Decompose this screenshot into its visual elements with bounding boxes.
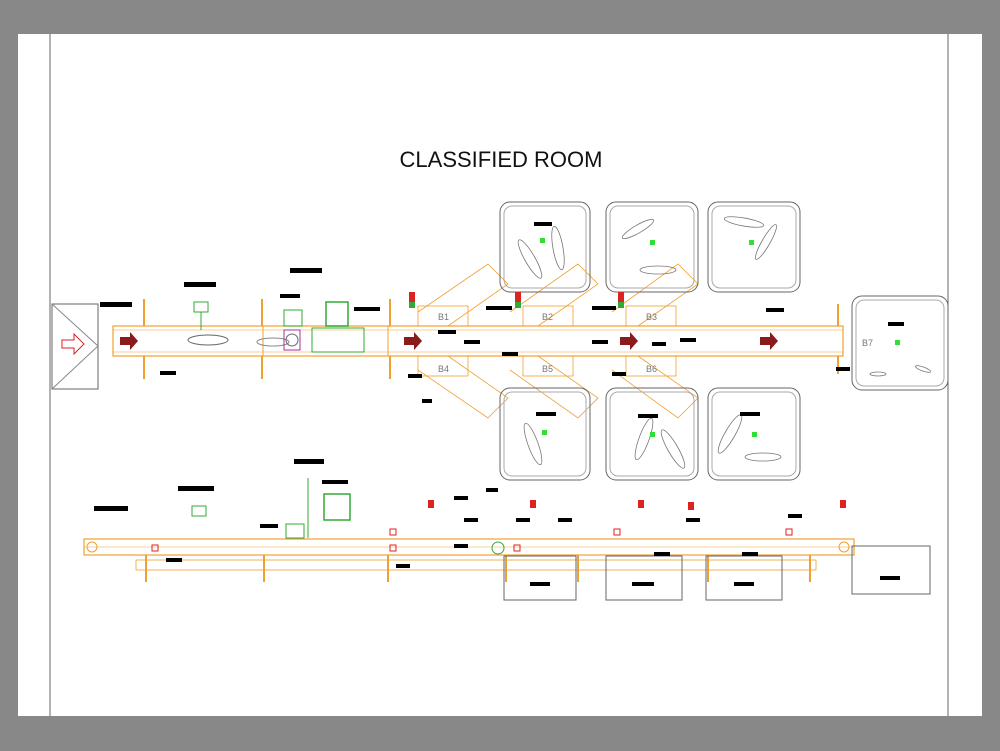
fish-icon: [551, 225, 565, 271]
bin-label-b2: B2: [542, 312, 553, 322]
fish-icon: [915, 365, 931, 373]
drawing-title: CLASSIFIED ROOM: [400, 147, 603, 172]
bottom-conveyor: [83, 538, 855, 571]
bin-bottom-4: [851, 545, 931, 595]
fish-in-tubs: [517, 216, 931, 469]
fish-icon: [869, 371, 887, 377]
tub-b3: [707, 201, 801, 293]
fish-icon: [744, 452, 782, 462]
fish-icon: [517, 239, 543, 279]
collection-tubs: [499, 201, 949, 481]
bin-bottom-2: [605, 555, 683, 601]
bottom-equipment: [191, 478, 505, 555]
bottom-layout: [83, 478, 931, 601]
fish-icon: [755, 224, 777, 260]
cad-drawing: CLASSIFIED ROOM: [49, 34, 949, 716]
tub-b5: [605, 387, 699, 481]
fish-icon: [187, 334, 229, 346]
tub-b2: [605, 201, 699, 293]
bin-label-b3: B3: [646, 312, 657, 322]
conveyor-legs: [143, 299, 839, 379]
top-layout: B1 B2 B3 B4 B5 B6 B7: [51, 201, 949, 481]
main-conveyor: [112, 325, 844, 357]
bottom-stack-lights: [428, 500, 846, 510]
bin-bottom-1: [503, 555, 577, 601]
tub-b1: [499, 201, 591, 293]
bin-label-b4: B4: [438, 364, 449, 374]
flow-arrow-icon: [120, 332, 138, 350]
fish-icon: [717, 414, 743, 454]
fish-icon: [660, 429, 686, 469]
bin-label-b5: B5: [542, 364, 553, 374]
stack-lights: [409, 292, 624, 308]
bin-label-b6: B6: [646, 364, 657, 374]
bin-label-b1: B1: [438, 312, 449, 322]
fish-icon: [634, 417, 654, 461]
fish-icon: [621, 218, 655, 240]
weighing-station: [193, 301, 365, 353]
fish-icon: [723, 216, 765, 228]
bin-label-b7: B7: [862, 338, 873, 348]
flow-arrows: [120, 332, 778, 350]
green-markers: [540, 238, 900, 437]
fish-icon: [639, 265, 677, 275]
bottom-bins: [503, 545, 931, 601]
input-hopper: [51, 303, 99, 390]
flow-arrow-icon: [620, 332, 638, 350]
alarm-icons: [151, 528, 793, 552]
diverter-guides: [417, 263, 699, 419]
entry-arrow-icon: [61, 332, 85, 356]
drawing-sheet: CLASSIFIED ROOM: [18, 34, 982, 716]
tub-b6: [707, 387, 801, 481]
redacted-labels: [94, 222, 904, 586]
fish-icon: [256, 337, 290, 347]
bin-bottom-3: [705, 555, 783, 601]
bottom-legs: [145, 555, 811, 582]
tub-b7: [851, 295, 949, 391]
tub-b4: [499, 387, 591, 481]
flow-arrow-icon: [760, 332, 778, 350]
flow-arrow-icon: [404, 332, 422, 350]
fish-icon: [523, 422, 543, 466]
